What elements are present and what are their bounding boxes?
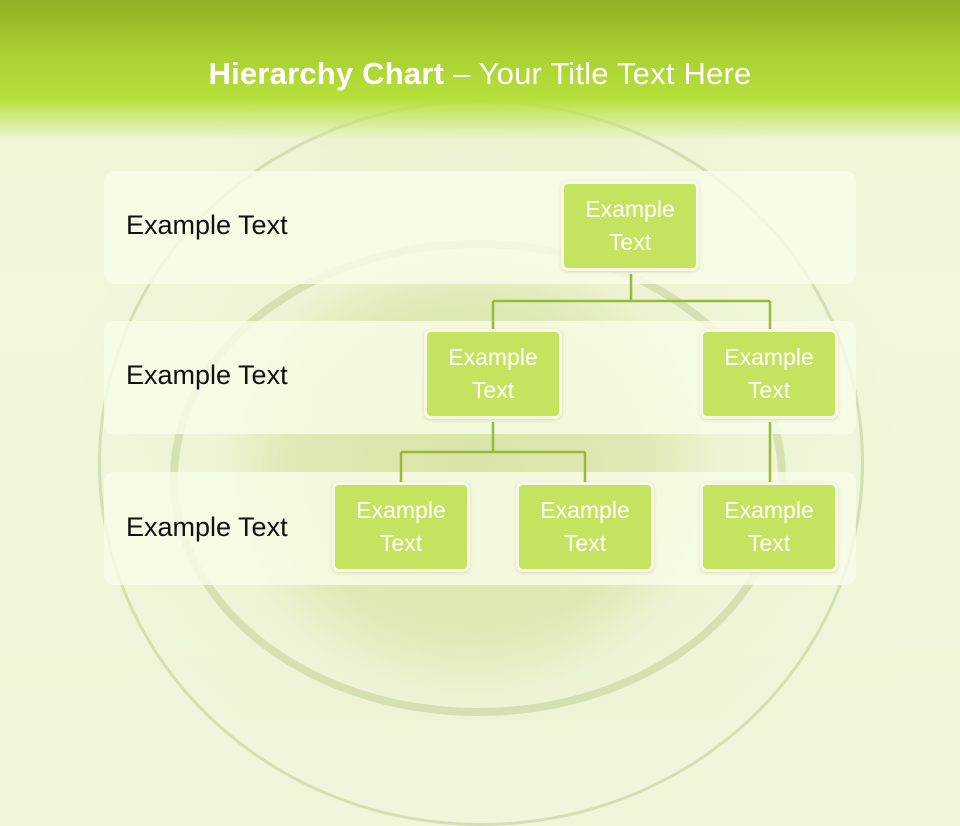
connector-left-children bbox=[399, 422, 587, 482]
connector-root-children bbox=[491, 274, 772, 330]
node-grandchild-2[interactable]: Example Text bbox=[516, 482, 654, 572]
level-label-3: Example Text bbox=[126, 512, 288, 542]
node-grandchild-3[interactable]: Example Text bbox=[700, 482, 838, 572]
node-child-right[interactable]: Example Text bbox=[700, 329, 838, 419]
level-label-2: Example Text bbox=[126, 360, 288, 390]
level-band-1 bbox=[104, 171, 856, 284]
title-bar bbox=[0, 0, 960, 140]
level-label-1: Example Text bbox=[126, 210, 288, 240]
title-rest: – Your Title Text Here bbox=[444, 56, 752, 91]
node-grandchild-1[interactable]: Example Text bbox=[332, 482, 470, 572]
node-child-left[interactable]: Example Text bbox=[424, 329, 562, 419]
connector-lines bbox=[399, 274, 772, 482]
slide-title: Hierarchy Chart – Your Title Text Here bbox=[0, 56, 960, 92]
node-root[interactable]: Example Text bbox=[561, 181, 699, 271]
title-bold: Hierarchy Chart bbox=[208, 56, 445, 91]
